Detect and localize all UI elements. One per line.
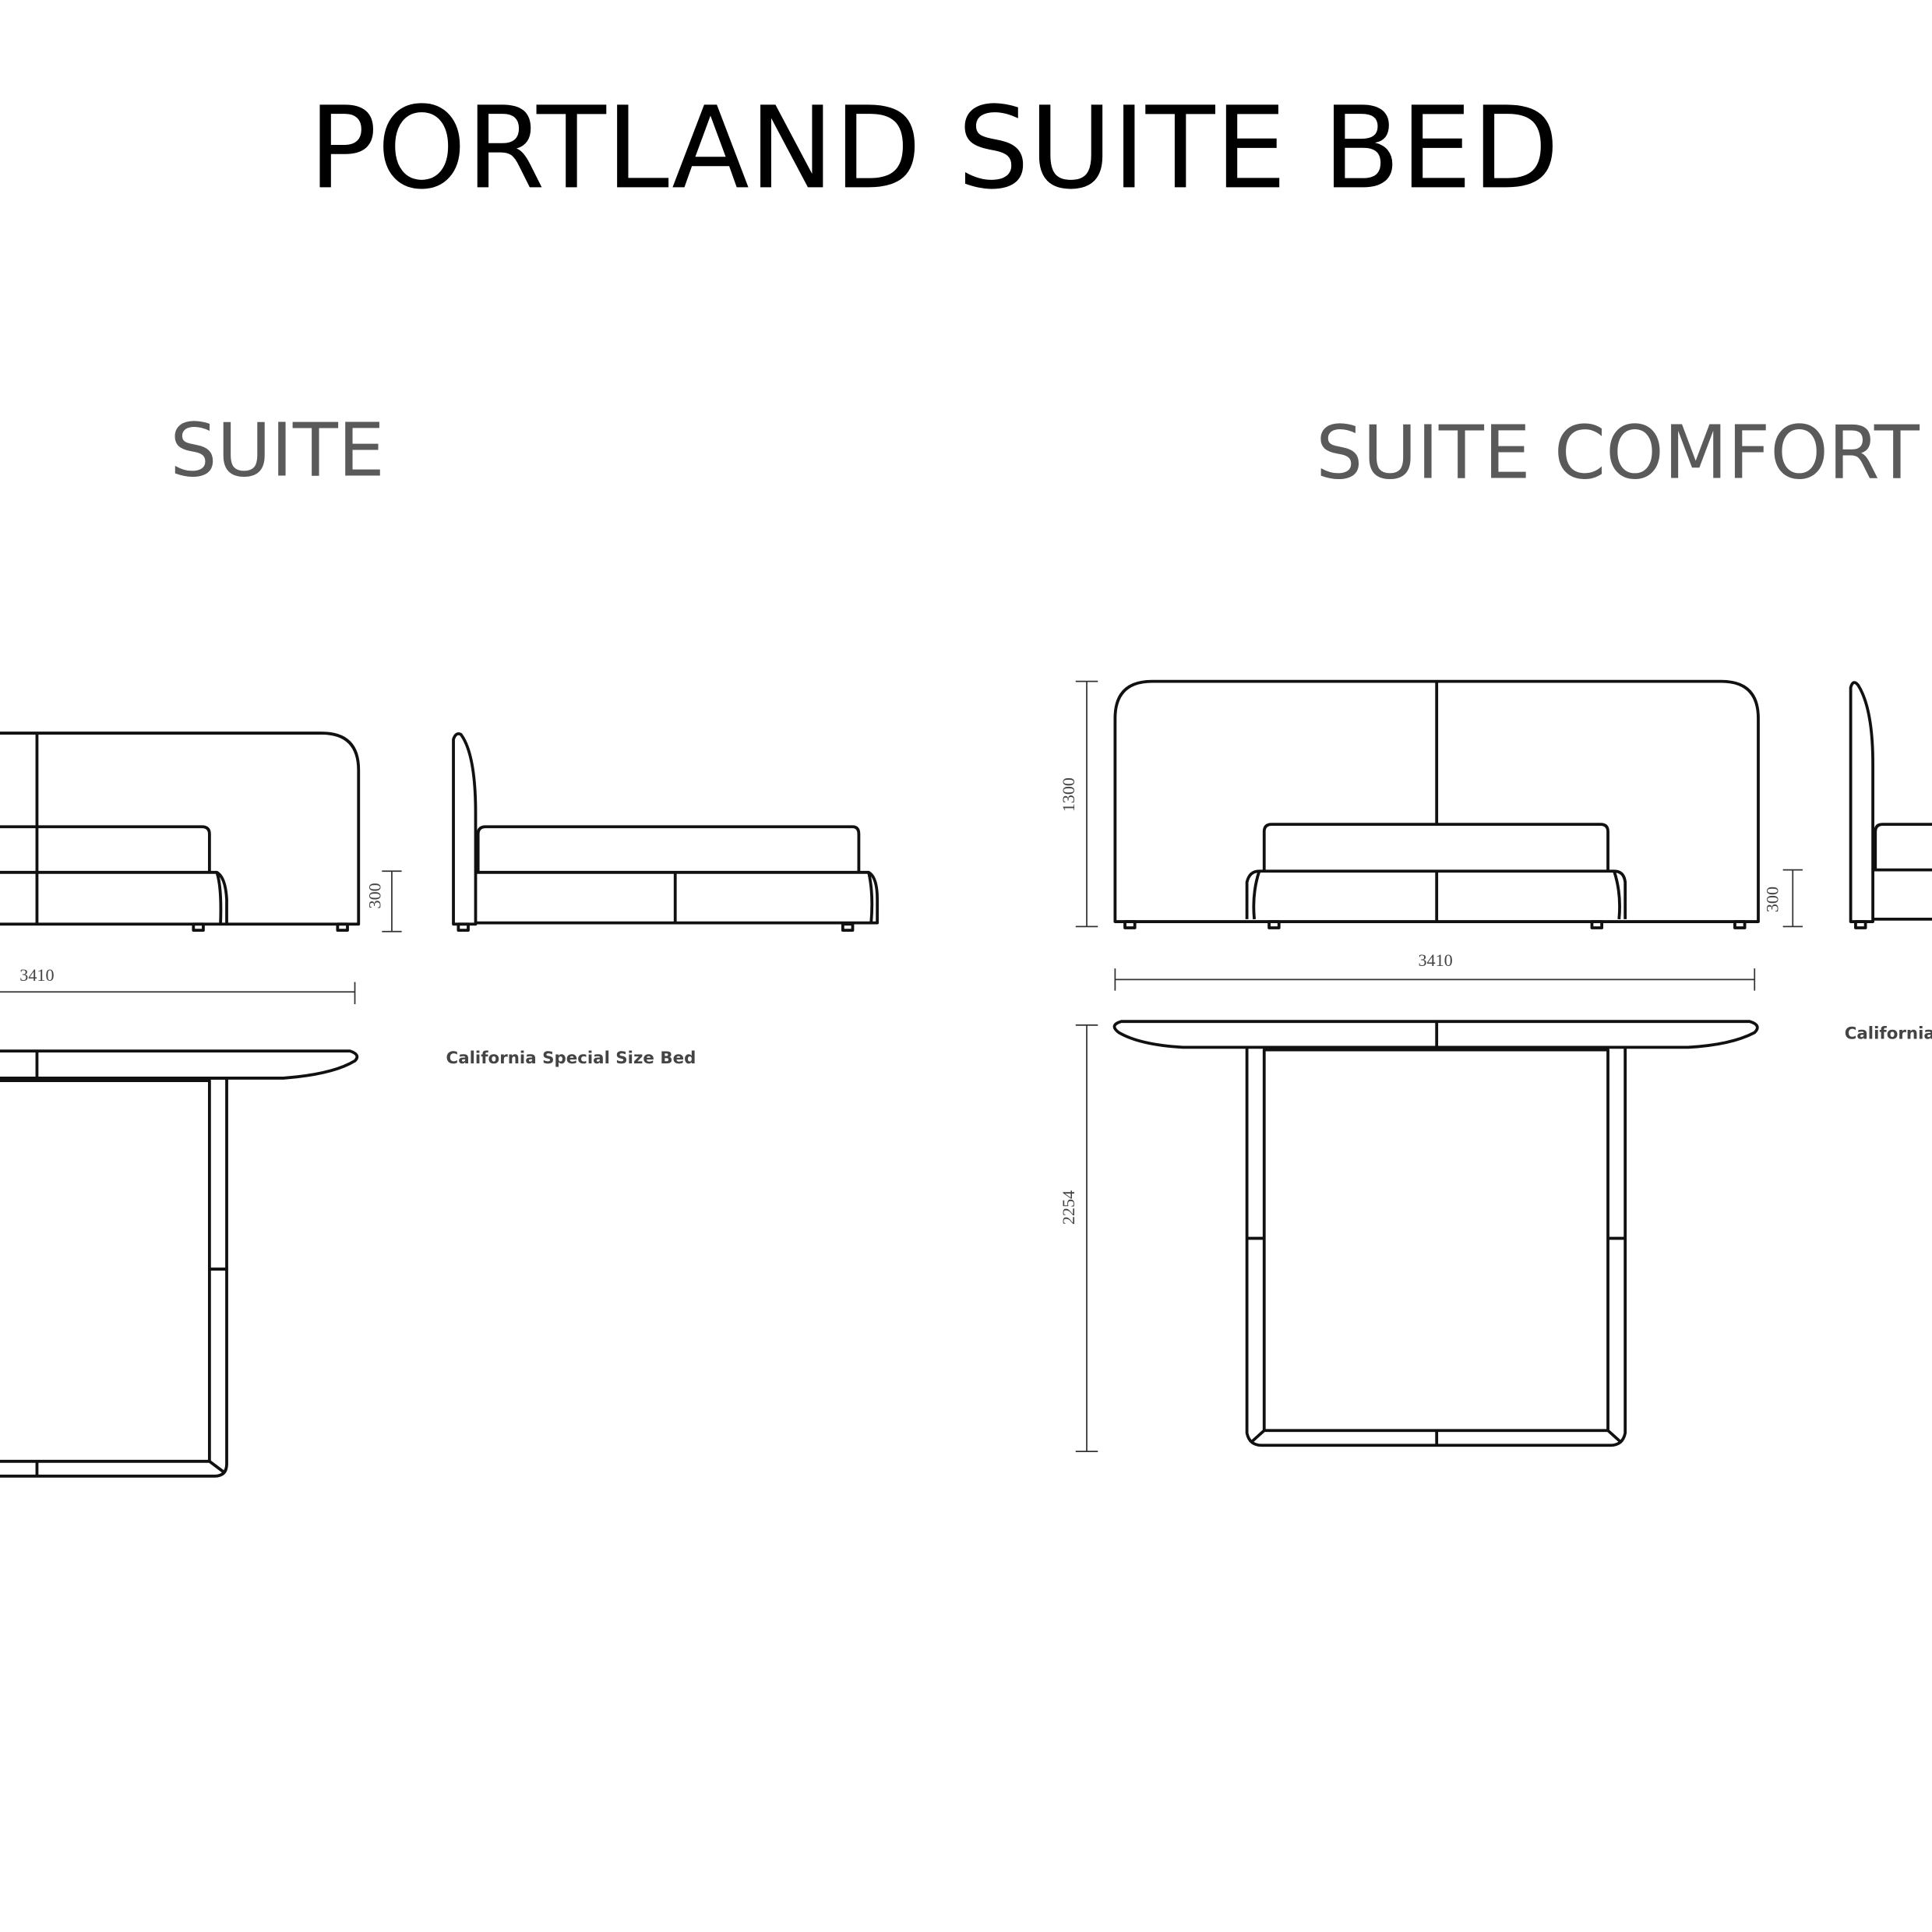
suite-height-dimension: 300 xyxy=(365,870,402,933)
suite-comfort-front-view xyxy=(1113,679,1760,929)
suite-base-height-label: 300 xyxy=(365,883,385,908)
suite-comfort-width-dimension: 3410 xyxy=(1114,950,1756,991)
suite-comfort-height-dimension: 1300 xyxy=(1059,680,1098,928)
suite-comfort-size-note: California xyxy=(1845,1024,1932,1043)
suite-comfort-base-height-dimension: 300 xyxy=(1762,869,1803,928)
suite-comfort-height-label: 1300 xyxy=(1059,777,1078,812)
suite-comfort-length-label: 2254 xyxy=(1059,1190,1078,1225)
model-title-suite: SUITE xyxy=(170,408,385,494)
suite-width-label: 3410 xyxy=(19,965,54,985)
suite-width-dimension: 3410 xyxy=(0,965,356,1005)
suite-side-view xyxy=(452,732,880,933)
suite-comfort-width-label: 3410 xyxy=(1418,950,1452,970)
model-title-suite-comfort: SUITE COMFORT xyxy=(1316,411,1920,496)
page-title: PORTLAND SUITE BED xyxy=(308,83,1559,214)
suite-comfort-top-view xyxy=(1112,1020,1759,1447)
suite-comfort-side-view xyxy=(1849,681,1932,929)
suite-comfort-base-height-label: 300 xyxy=(1762,887,1782,912)
suite-size-note: California Special Size Bed xyxy=(446,1049,696,1068)
suite-comfort-length-dimension: 2254 xyxy=(1059,1024,1098,1453)
suite-front-view xyxy=(0,732,361,933)
suite-top-view xyxy=(0,1049,359,1478)
